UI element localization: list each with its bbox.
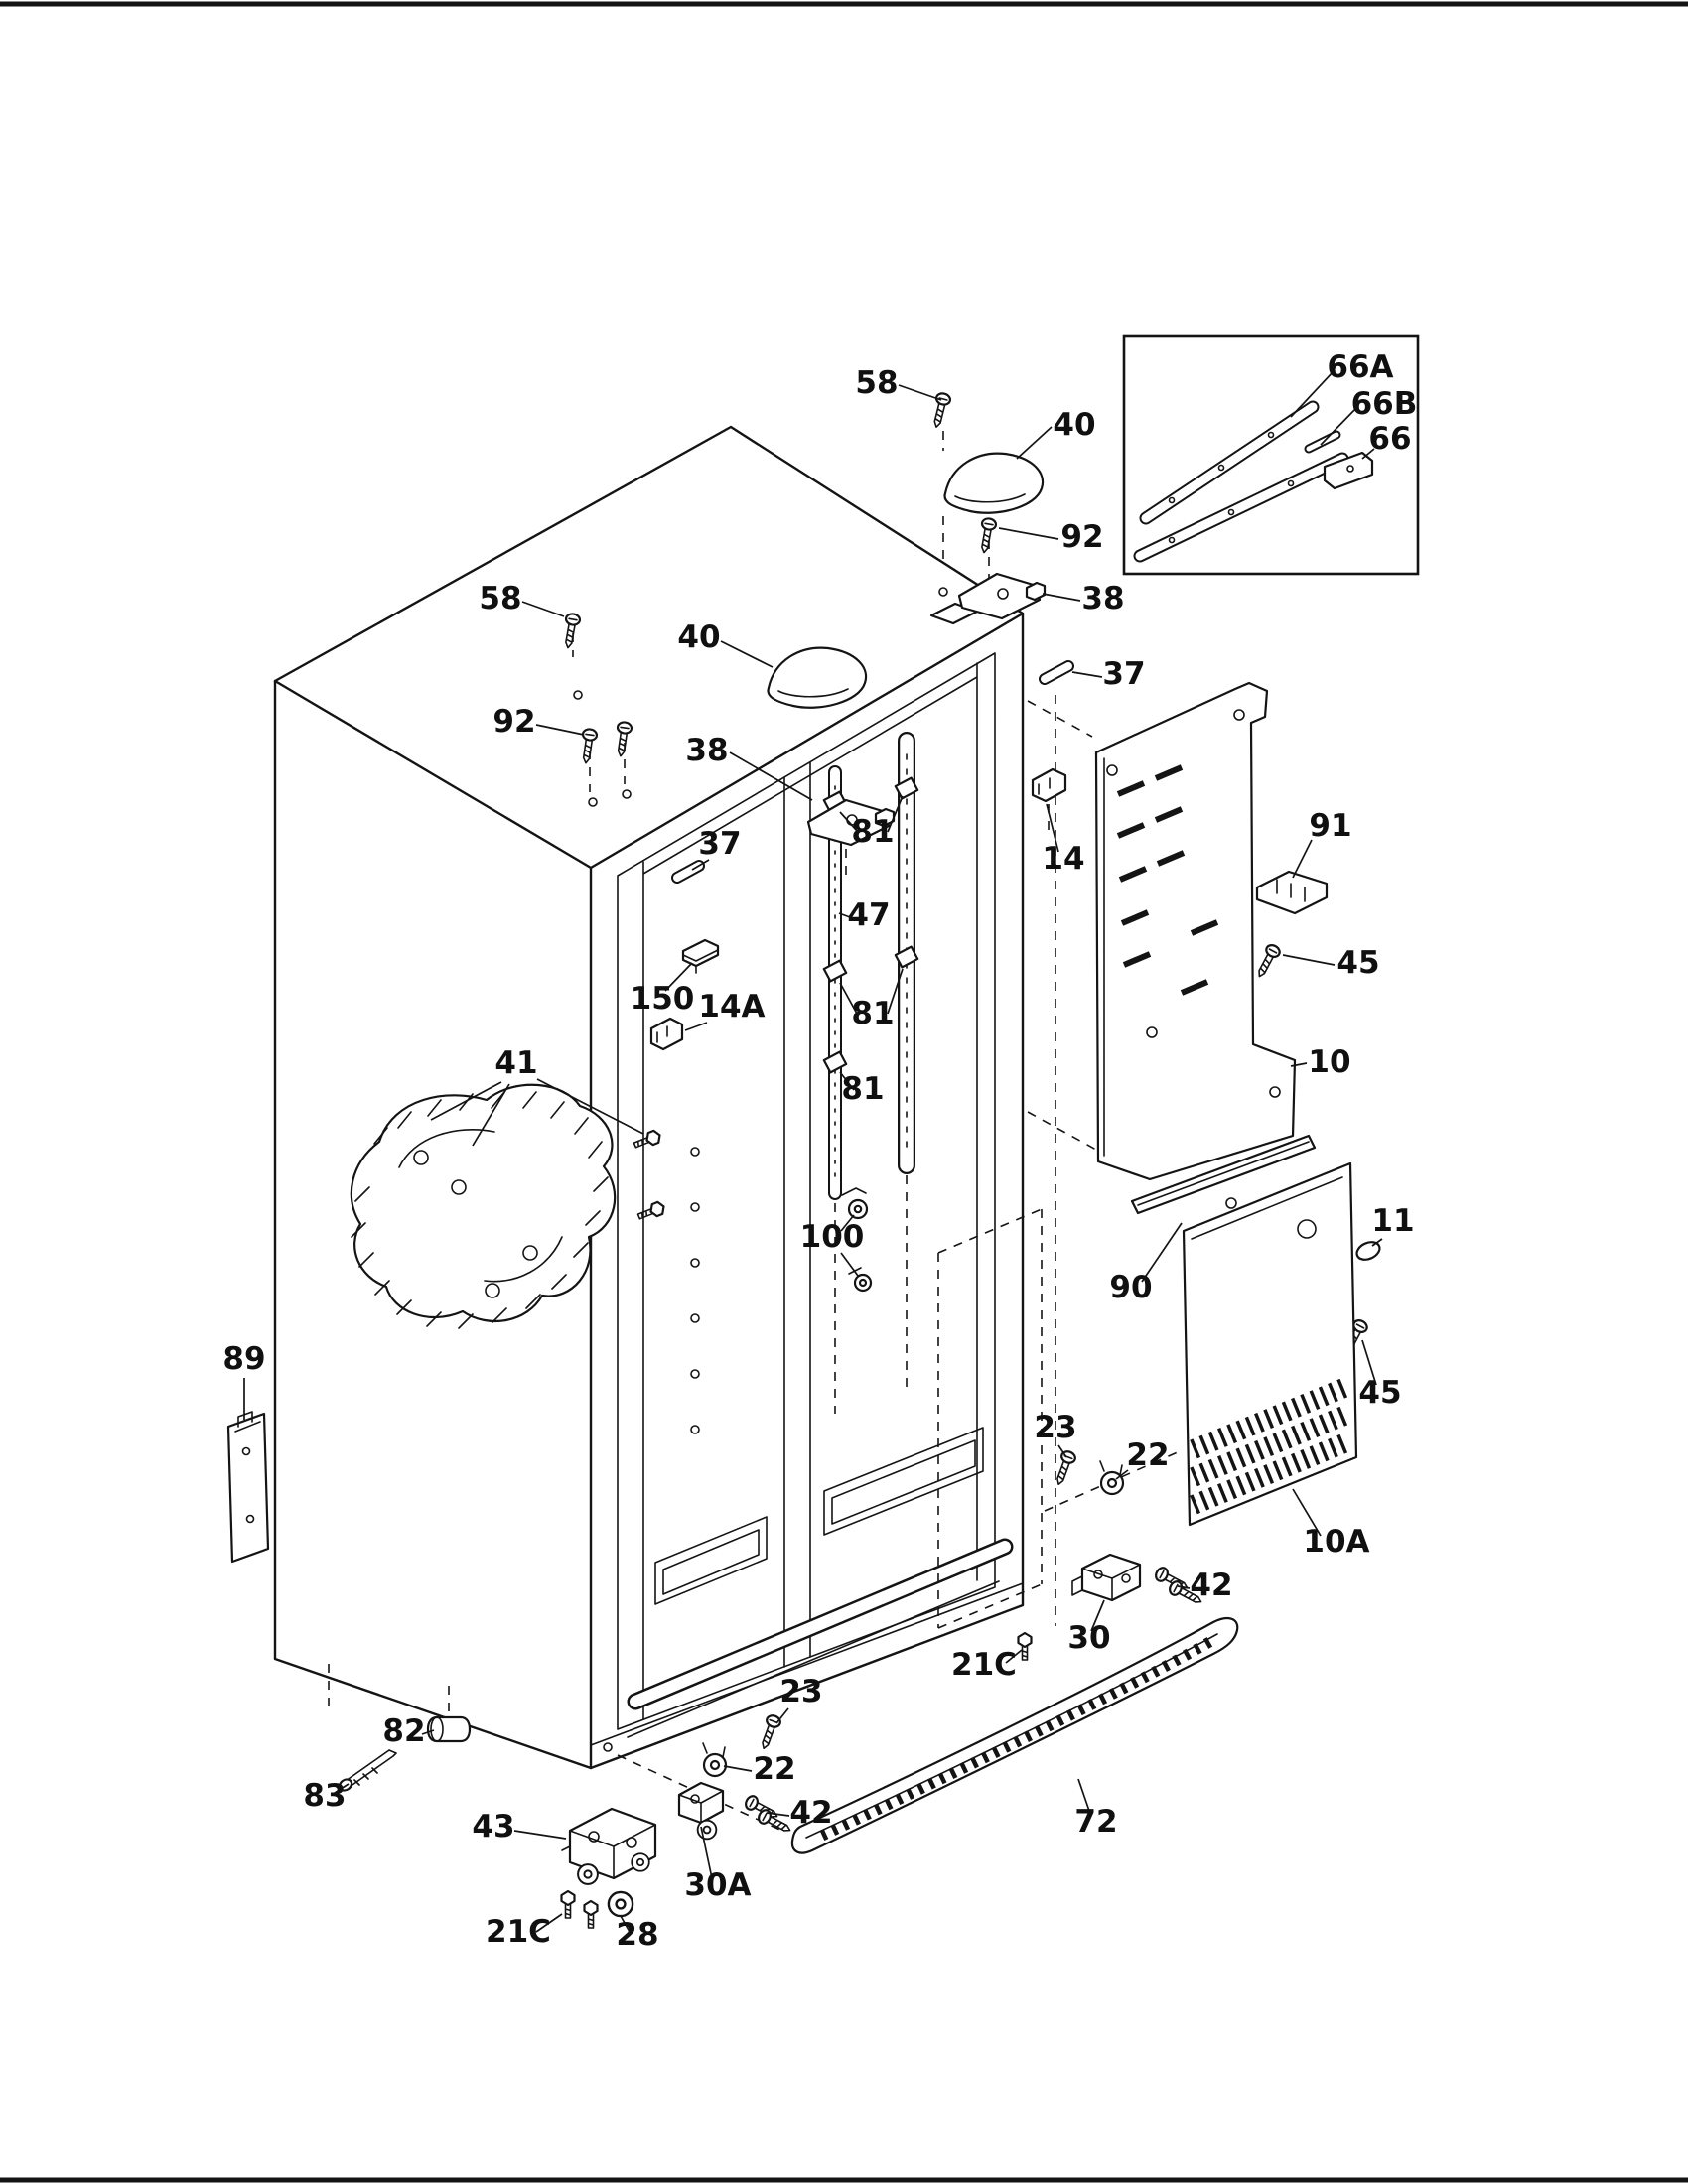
- callout-47: 47: [847, 897, 890, 933]
- roller-22-left: [702, 1752, 728, 1778]
- roller-82: [426, 1715, 472, 1743]
- shelf-clip: [894, 945, 919, 969]
- part-11-grommet: [1355, 1241, 1381, 1261]
- callout-81-low: 81: [841, 1071, 884, 1107]
- roller-28: [607, 1890, 634, 1918]
- callout-30: 30: [1067, 1620, 1110, 1656]
- hatching: [351, 1091, 609, 1329]
- callout-28: 28: [616, 1917, 658, 1953]
- callout-81-mid: 81: [851, 996, 894, 1031]
- callout-37-left: 37: [698, 826, 741, 862]
- callout-58-top: 58: [855, 365, 898, 401]
- part-41-cover-panel: [350, 1083, 668, 1329]
- callout-40-left: 40: [677, 619, 720, 655]
- callout-81-top: 81: [851, 814, 894, 850]
- callout-21C-right: 21C: [951, 1647, 1017, 1683]
- shelf-clip: [822, 1050, 848, 1074]
- callout-23-right: 23: [1034, 1410, 1076, 1445]
- callout-91: 91: [1309, 808, 1351, 844]
- part-90-strip: [1130, 1134, 1317, 1215]
- callout-82: 82: [382, 1713, 425, 1749]
- bracket-43: [561, 1807, 657, 1885]
- callout-90: 90: [1109, 1270, 1152, 1305]
- part-10-panel: [1094, 681, 1297, 1181]
- callout-labels: 58 40 92 38 66A 66B 66 58 40 92 38 37 37…: [222, 349, 1417, 1953]
- shelf-clip: [822, 959, 848, 983]
- callout-72: 72: [1074, 1804, 1117, 1840]
- shelf-clip: [894, 776, 919, 800]
- cabinet-body: [273, 425, 1025, 1770]
- part-100-rollers: [841, 1187, 873, 1293]
- freezer-floor-pan: [654, 1516, 768, 1605]
- bracket-30A: [677, 1781, 725, 1841]
- inset-box-door-rails: [1122, 334, 1420, 576]
- callout-21C-left: 21C: [486, 1914, 551, 1950]
- callout-45-upper: 45: [1336, 945, 1379, 981]
- callout-100: 100: [800, 1219, 865, 1255]
- part-89-panel: [226, 1411, 270, 1564]
- bottom-right-hardware: [1017, 1448, 1205, 1662]
- callout-38-left: 38: [685, 733, 728, 768]
- vent-slots: [1116, 764, 1219, 996]
- part-10A-panel: [1182, 1161, 1358, 1527]
- callout-66B: 66B: [1351, 386, 1418, 422]
- callout-43: 43: [472, 1809, 514, 1844]
- callout-66: 66: [1368, 421, 1411, 457]
- hinge-cover-40-left: [767, 646, 868, 709]
- fresh-food-floor-pan: [823, 1427, 984, 1536]
- part-14-clip: [1031, 767, 1067, 803]
- callout-66A: 66A: [1327, 349, 1393, 385]
- door-opening-frame: [617, 652, 996, 1730]
- callout-14: 14: [1042, 841, 1084, 877]
- callout-14A: 14A: [698, 989, 765, 1024]
- callout-83: 83: [303, 1778, 346, 1814]
- callout-40-top: 40: [1053, 407, 1095, 443]
- vent-slats: [1190, 1377, 1350, 1515]
- callout-10: 10: [1308, 1044, 1350, 1080]
- callout-92-left: 92: [492, 704, 535, 740]
- callout-150: 150: [631, 981, 695, 1017]
- part-72-toe-grille: [790, 1617, 1239, 1854]
- callout-37-right: 37: [1102, 656, 1145, 692]
- callout-45-lower: 45: [1358, 1375, 1401, 1411]
- callout-22-right: 22: [1126, 1437, 1169, 1473]
- callout-42-left: 42: [789, 1795, 832, 1831]
- callout-42-right: 42: [1190, 1568, 1232, 1603]
- callout-11: 11: [1371, 1203, 1414, 1239]
- callout-38-top: 38: [1081, 581, 1124, 616]
- bottom-left-hardware: [338, 1712, 794, 1930]
- hinge-cover-40-right: [943, 452, 1045, 514]
- callout-22-left: 22: [753, 1751, 795, 1787]
- callout-58-left: 58: [479, 581, 521, 616]
- grille-slots: [819, 1636, 1214, 1841]
- leader-lines: [243, 370, 1383, 1933]
- callout-23-left: 23: [779, 1674, 822, 1709]
- callout-89: 89: [222, 1341, 265, 1377]
- part-91-terminal-block: [1255, 870, 1329, 915]
- callout-92-top: 92: [1060, 519, 1103, 555]
- shelf-rails: [822, 732, 919, 1200]
- callout-10A: 10A: [1303, 1524, 1369, 1560]
- center-mullion: [783, 761, 811, 1668]
- callout-30A: 30A: [684, 1867, 751, 1903]
- callout-41: 41: [494, 1045, 537, 1081]
- top-hinge-right: [928, 390, 1074, 685]
